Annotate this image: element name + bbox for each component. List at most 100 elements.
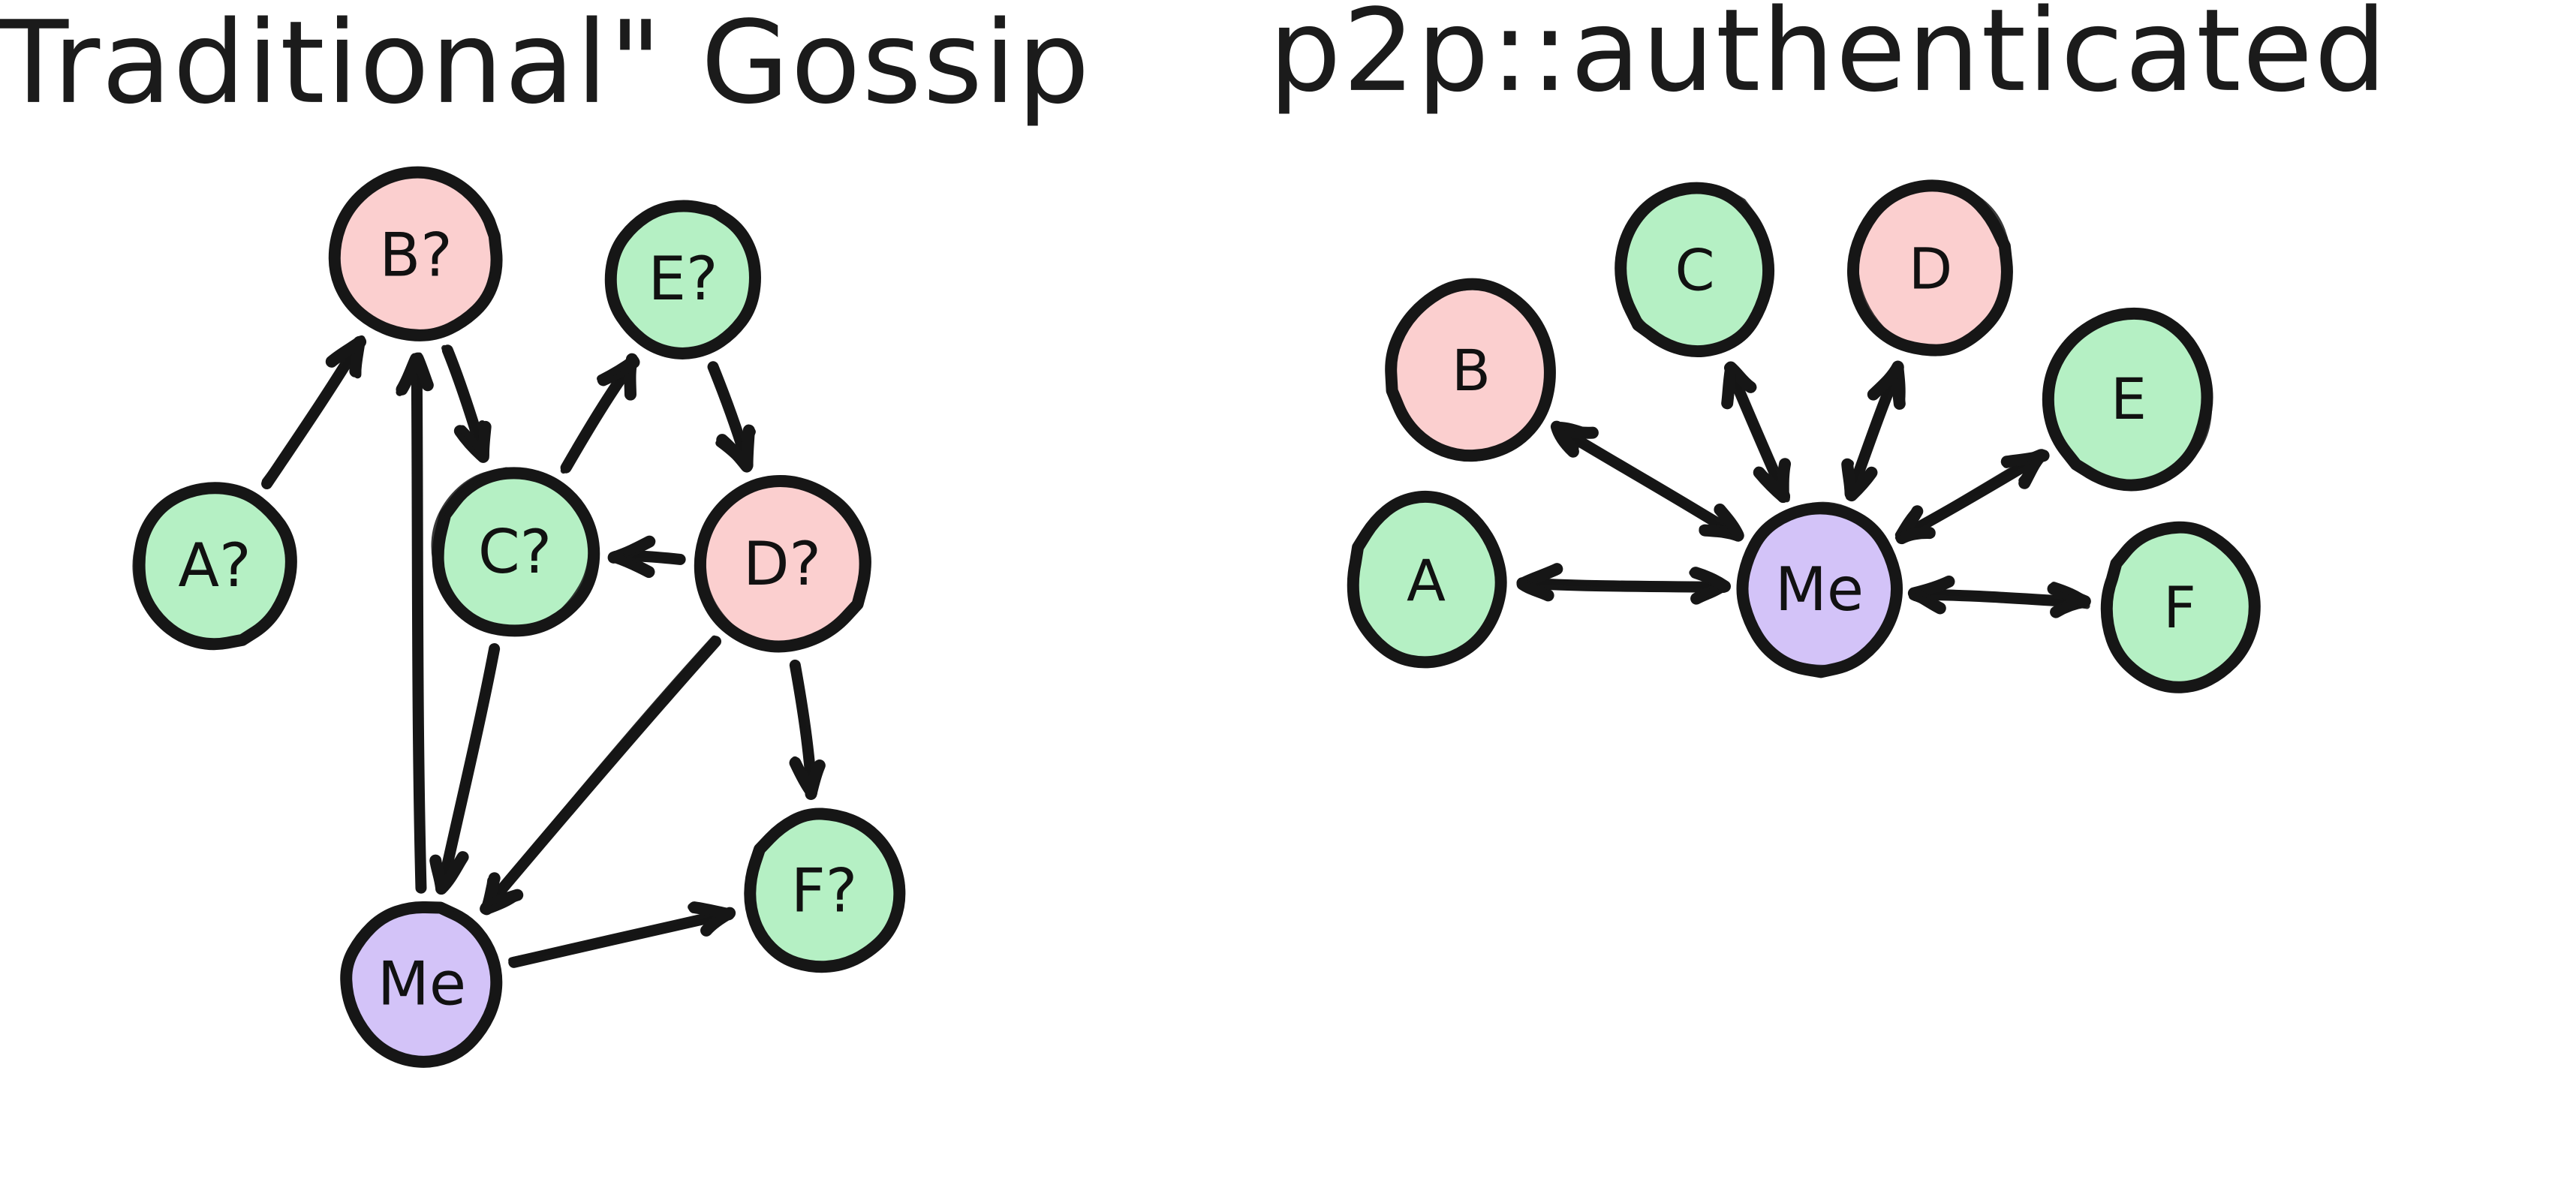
edge-p2p-authenticated-Me-to-C [1721,361,1792,504]
node-p2p-authenticated-A[interactable]: A [1347,490,1507,669]
edge-line-second-pass [438,645,497,892]
node-traditional-gossip-Me[interactable]: Me [340,901,503,1068]
node-p2p-authenticated-D[interactable]: D [1846,179,2013,356]
arrowhead-icon [1779,462,1790,501]
node-outline-second-pass [606,203,758,357]
node-traditional-gossip-A[interactable]: A? [132,482,297,651]
node-p2p-authenticated-B[interactable]: B [1385,278,1556,462]
arrowhead-icon [808,765,820,794]
edge-traditional-gossip-Me-to-F [508,901,736,968]
node-label: Me [378,949,466,1019]
node-fill [1741,509,1896,672]
node-fill [1390,284,1551,455]
edge-line-second-pass [415,352,425,889]
node-outline-second-pass [2102,526,2257,692]
node-traditional-gossip-E[interactable]: E? [604,200,761,359]
arrowhead-icon [478,420,487,456]
arrowhead-icon [1900,530,1936,542]
arrowhead-icon [608,552,651,576]
edge-line-second-pass [261,337,364,484]
panel-title: p2p::authenticated [1268,0,2388,117]
arrowhead-icon [1845,470,1876,498]
node-fill [1853,185,2008,350]
node-fill [336,175,498,338]
arrowhead-icon [483,892,522,916]
node-label: F? [791,856,857,926]
node-label: D? [743,529,821,599]
edge-traditional-gossip-D-to-C [607,535,686,579]
edge-traditional-gossip-B-to-C [441,344,492,463]
node-outline-second-pass [431,467,594,633]
node-label: B? [379,220,452,290]
edge-line-second-pass [1520,578,1723,589]
arrowhead-icon [1717,507,1742,540]
arrowhead-icon [1909,592,1941,611]
node-fill [749,814,901,967]
edge-layer [1516,360,2091,618]
arrowhead-icon [330,335,366,367]
node-outline-second-pass [132,484,293,647]
node-label: Me [1775,555,1864,624]
edge-line-second-pass [560,360,633,474]
node-fill [137,486,291,642]
edge-traditional-gossip-C-to-E [560,353,640,474]
node-outline-second-pass [700,476,871,648]
edge-layer [261,335,826,968]
node-label: E? [648,244,718,314]
edge-p2p-authenticated-Me-to-F [1907,575,2091,618]
edge-traditional-gossip-D-to-F [789,659,826,800]
arrowhead-icon [439,853,466,894]
node-label: F [2163,574,2196,641]
node-outline-second-pass [1852,182,2012,354]
node-fill [346,907,498,1062]
node-outline-second-pass [344,904,502,1063]
node-fill [2105,528,2253,687]
arrowhead-icon [1689,569,1729,591]
edge-traditional-gossip-D-to-Me [480,635,721,916]
node-outline-second-pass [748,809,906,969]
arrowhead-icon [1870,366,1902,399]
node-label: A? [178,531,251,600]
node-traditional-gossip-C[interactable]: C? [431,467,600,637]
node-outline-second-pass [1349,495,1504,666]
node-label: C [1675,236,1714,303]
node-p2p-authenticated-E[interactable]: E [2042,307,2213,492]
arrowhead-icon [2003,449,2044,468]
edge-line-second-pass [481,635,718,910]
node-label: B [1452,337,1491,404]
arrowhead-icon [1517,581,1554,600]
edge-traditional-gossip-E-to-D [707,361,756,473]
node-outline-second-pass [2045,310,2213,489]
node-fill [1621,187,1768,354]
node-p2p-authenticated-F[interactable]: F [2100,521,2261,693]
node-label: D [1909,235,1953,302]
edge-p2p-authenticated-Me-to-A [1516,563,1731,605]
edge-traditional-gossip-A-to-B [261,335,367,489]
arrowhead-icon [688,903,734,920]
arrowhead-icon [1725,362,1736,408]
node-outline-second-pass [1738,501,1898,672]
node-fill [700,482,866,647]
node-outline-second-pass [1388,284,1554,462]
edge-traditional-gossip-C-to-Me [429,642,501,895]
node-outline-second-pass [1619,182,1773,356]
node-traditional-gossip-D[interactable]: D? [694,475,871,653]
node-layer: B? E? A? C? D? F? Me [132,166,906,1068]
node-p2p-authenticated-C[interactable]: C [1615,182,1775,358]
arrowhead-icon [396,356,420,396]
node-layer: B C D E A Me F [1347,179,2261,693]
node-fill [610,206,755,353]
node-traditional-gossip-F[interactable]: F? [744,808,906,973]
node-fill [1353,498,1500,663]
arrowhead-icon [1554,424,1579,453]
node-p2p-authenticated-Me[interactable]: Me [1736,501,1903,678]
node-traditional-gossip-B[interactable]: B? [328,166,503,341]
node-fill [2048,313,2207,486]
edge-p2p-authenticated-Me-to-E [1894,449,2050,545]
edge-p2p-authenticated-Me-to-D [1841,360,1906,502]
panel-title: "Traditional" Gossip [0,0,1091,129]
edge-p2p-authenticated-Me-to-B [1550,420,1744,542]
